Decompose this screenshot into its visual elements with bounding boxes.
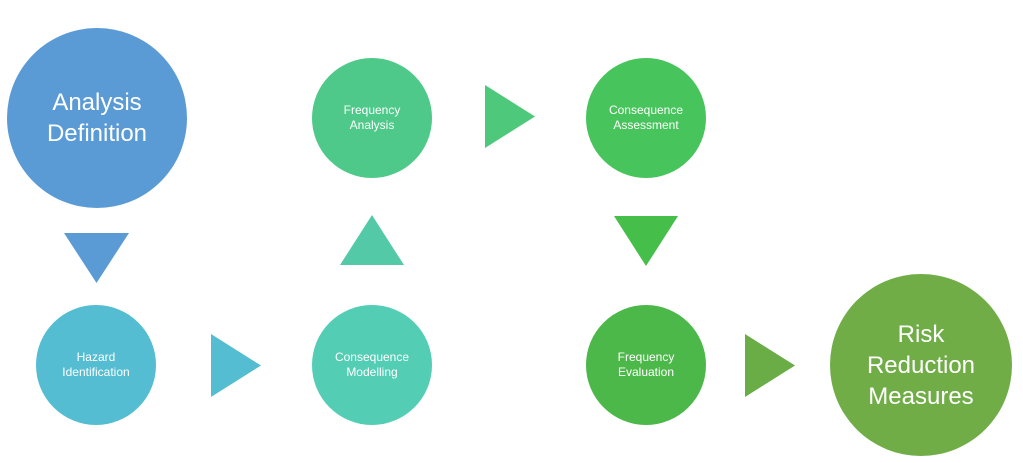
hazard-identification-line2: Identification [62,365,130,379]
consequence-modelling-node: Consequence Modelling [312,305,432,425]
frequency-evaluation-line2: Evaluation [617,365,675,379]
consequence-assessment-node: Consequence Assessment [586,58,706,178]
frequency-analysis-line1: Frequency [343,103,401,117]
arrow-right-icon [485,85,535,148]
frequency-analysis-node: Frequency Analysis [312,58,432,178]
arrow-evaluation-to-measures [745,334,795,397]
frequency-evaluation-node: Frequency Evaluation [586,305,706,425]
arrow-down-icon [64,233,129,283]
frequency-analysis-label: Frequency Analysis [344,103,401,133]
arrow-definition-to-hazard [64,233,129,283]
arrow-hazard-to-modelling [211,334,261,397]
frequency-analysis-line2: Analysis [349,118,395,132]
risk-reduction-measures-line1: Risk [897,320,945,348]
analysis-definition-node: Analysis Definition [7,28,187,208]
risk-reduction-measures-line3: Measures [868,382,974,410]
arrow-up-icon [340,215,404,265]
analysis-definition-line2: Definition [46,120,148,147]
consequence-modelling-label: Consequence Modelling [335,350,409,380]
analysis-definition-line1: Analysis [52,89,142,116]
hazard-identification-node: Hazard Identification [36,305,156,425]
frequency-evaluation-line1: Frequency [617,350,675,364]
consequence-assessment-line1: Consequence [608,103,684,117]
risk-reduction-measures-label: Risk Reduction Measures [867,319,975,412]
arrow-frequency-to-assessment [485,85,535,148]
hazard-identification-label: Hazard Identification [62,350,129,380]
risk-reduction-measures-line2: Reduction [866,351,976,379]
arrow-right-icon [745,334,795,397]
risk-reduction-measures-node: Risk Reduction Measures [830,274,1012,456]
analysis-definition-label: Analysis Definition [47,87,147,149]
consequence-assessment-label: Consequence Assessment [609,103,683,133]
hazard-identification-line1: Hazard [76,350,116,364]
arrow-right-icon [211,334,261,397]
consequence-modelling-line2: Modelling [346,365,398,379]
consequence-assessment-line2: Assessment [613,118,679,132]
frequency-evaluation-label: Frequency Evaluation [618,350,675,380]
arrow-down-icon [614,216,678,266]
consequence-modelling-line1: Consequence [334,350,410,364]
arrow-modelling-to-frequency [340,215,404,265]
arrow-assessment-to-evaluation [614,216,678,266]
